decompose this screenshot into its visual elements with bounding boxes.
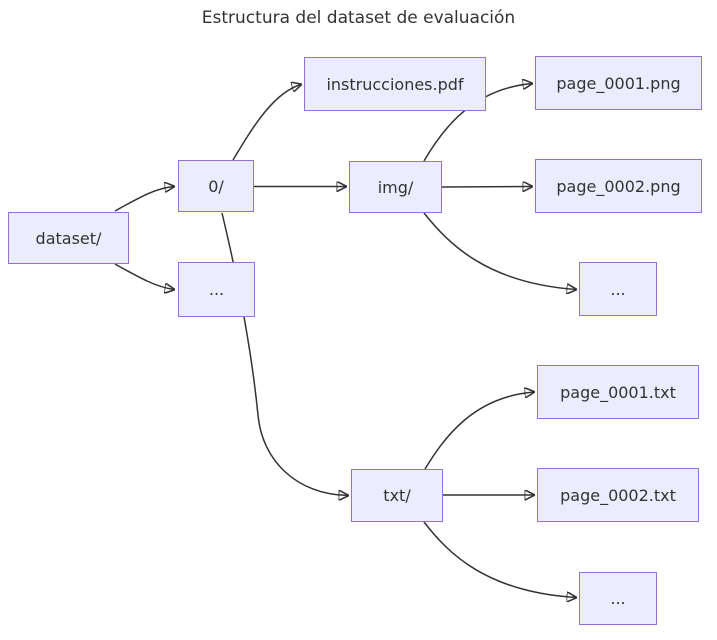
- node-dots-root: ...: [178, 262, 255, 317]
- node-page-0001-png: page_0001.png: [535, 56, 702, 110]
- edge-dataset-to-0: [114, 187, 174, 212]
- edge-0-to-txt: [221, 212, 348, 496]
- node-page-0001-txt: page_0001.txt: [537, 365, 699, 419]
- edge-img-to-png1: [423, 84, 532, 162]
- node-img: img/: [349, 161, 442, 213]
- node-instrucciones-pdf: instrucciones.pdf: [304, 57, 486, 111]
- node-dots-txt: ...: [579, 572, 657, 625]
- node-dots-img: ...: [579, 262, 657, 316]
- node-0: 0/: [178, 160, 254, 212]
- edge-dataset-to-dots: [114, 263, 174, 290]
- node-page-0002-png: page_0002.png: [535, 159, 702, 213]
- edge-txt-to-dots: [423, 521, 576, 598]
- diagram-title: Estructura del dataset de evaluación: [201, 8, 516, 28]
- node-txt: txt/: [351, 469, 443, 522]
- edge-0-to-instrucciones: [232, 85, 301, 161]
- edge-img-to-png2: [441, 187, 532, 188]
- edge-img-to-dots: [423, 212, 576, 290]
- node-dataset: dataset/: [8, 212, 129, 264]
- edge-txt-to-txt1: [424, 392, 534, 470]
- node-page-0002-txt: page_0002.txt: [537, 468, 699, 522]
